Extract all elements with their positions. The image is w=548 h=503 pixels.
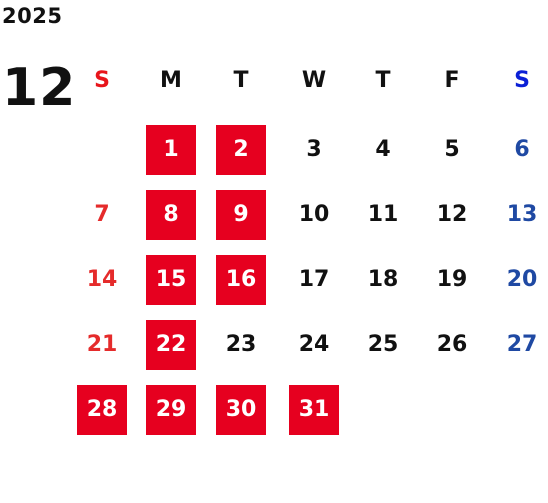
day-cell-2[interactable]: 2 [216, 125, 266, 175]
calendar-year: 2025 [2, 4, 63, 28]
weekday-label-2: T [233, 68, 249, 93]
day-cell-10[interactable]: 10 [298, 202, 330, 227]
day-cell-4[interactable]: 4 [375, 137, 391, 162]
weekday-label-1: M [160, 68, 182, 93]
day-cell-6[interactable]: 6 [514, 137, 530, 162]
day-cell-14[interactable]: 14 [86, 267, 118, 292]
day-cell-27[interactable]: 27 [506, 332, 538, 357]
day-cell-11[interactable]: 11 [367, 202, 399, 227]
calendar-month: 12 [2, 58, 77, 118]
day-cell-9[interactable]: 9 [216, 190, 266, 240]
day-cell-12[interactable]: 12 [436, 202, 468, 227]
day-cell-15[interactable]: 15 [146, 255, 196, 305]
day-cell-5[interactable]: 5 [444, 137, 460, 162]
day-cell-7[interactable]: 7 [94, 202, 110, 227]
day-cell-24[interactable]: 24 [298, 332, 330, 357]
day-cell-31[interactable]: 31 [289, 385, 339, 435]
weekday-label-3: W [301, 68, 327, 93]
day-cell-23[interactable]: 23 [225, 332, 257, 357]
weekday-label-5: F [444, 68, 460, 93]
day-cell-20[interactable]: 20 [506, 267, 538, 292]
weekday-label-6: S [514, 68, 530, 93]
day-cell-21[interactable]: 21 [86, 332, 118, 357]
weekday-label-4: T [375, 68, 391, 93]
day-cell-29[interactable]: 29 [146, 385, 196, 435]
day-cell-26[interactable]: 26 [436, 332, 468, 357]
day-cell-16[interactable]: 16 [216, 255, 266, 305]
day-cell-19[interactable]: 19 [436, 267, 468, 292]
day-cell-17[interactable]: 17 [298, 267, 330, 292]
day-cell-18[interactable]: 18 [367, 267, 399, 292]
day-cell-22[interactable]: 22 [146, 320, 196, 370]
day-cell-3[interactable]: 3 [306, 137, 322, 162]
day-cell-28[interactable]: 28 [77, 385, 127, 435]
day-cell-8[interactable]: 8 [146, 190, 196, 240]
day-cell-25[interactable]: 25 [367, 332, 399, 357]
day-cell-13[interactable]: 13 [506, 202, 538, 227]
day-cell-30[interactable]: 30 [216, 385, 266, 435]
day-cell-1[interactable]: 1 [146, 125, 196, 175]
weekday-label-0: S [94, 68, 110, 93]
